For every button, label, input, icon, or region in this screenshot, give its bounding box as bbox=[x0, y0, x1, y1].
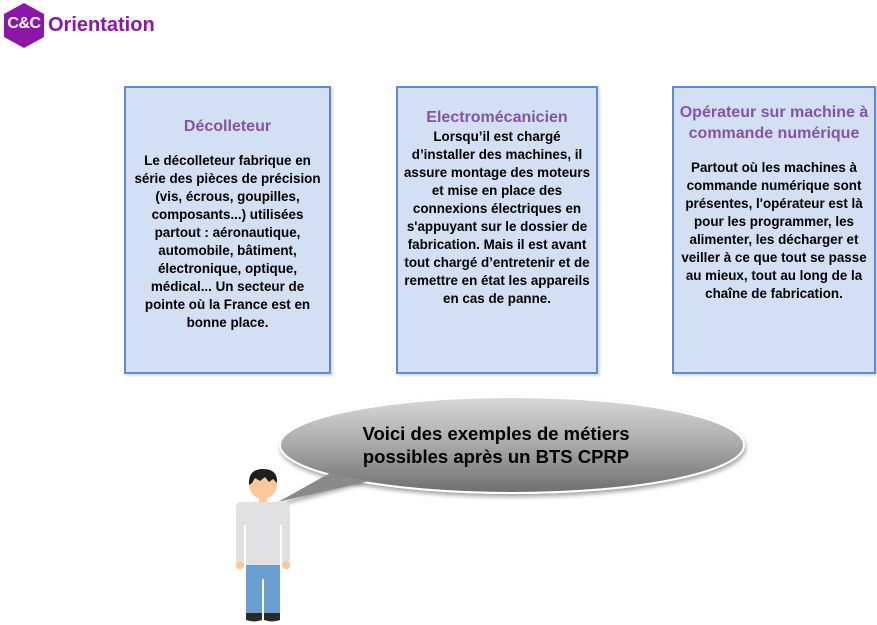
speech-bubble-shape-icon bbox=[277, 396, 745, 503]
logo-wordmark: Orientation bbox=[48, 14, 155, 36]
job-card-description: Le décolleteur fabrique en série des piè… bbox=[134, 153, 321, 330]
job-card-decolleteur: Décolleteur Le décolleteur fabrique en s… bbox=[124, 86, 331, 374]
hexagon-logo-icon bbox=[4, 3, 44, 48]
speech-bubble: Voici des exemples de métiers possibles … bbox=[230, 395, 800, 505]
logo-badge-text: C&C bbox=[7, 15, 41, 32]
job-card-electromecanicien: Electromécanicien Lorsqu’il est chargé d… bbox=[396, 86, 598, 374]
job-card-operateur-cn: Opérateur sur machine à commande numériq… bbox=[672, 86, 876, 374]
speech-bubble-text: Voici des exemples de métiers possibles … bbox=[362, 423, 630, 467]
job-card-description: Lorsqu’il est chargé d’installer des mac… bbox=[403, 129, 591, 306]
job-card-title: Décolleteur bbox=[183, 118, 272, 135]
job-card-title: Electromécanicien bbox=[426, 109, 568, 126]
person-icon bbox=[236, 469, 290, 622]
job-card-description: Partout où les machines à commande numér… bbox=[681, 160, 867, 301]
job-card-title: Opérateur sur machine à commande numériq… bbox=[679, 104, 869, 142]
